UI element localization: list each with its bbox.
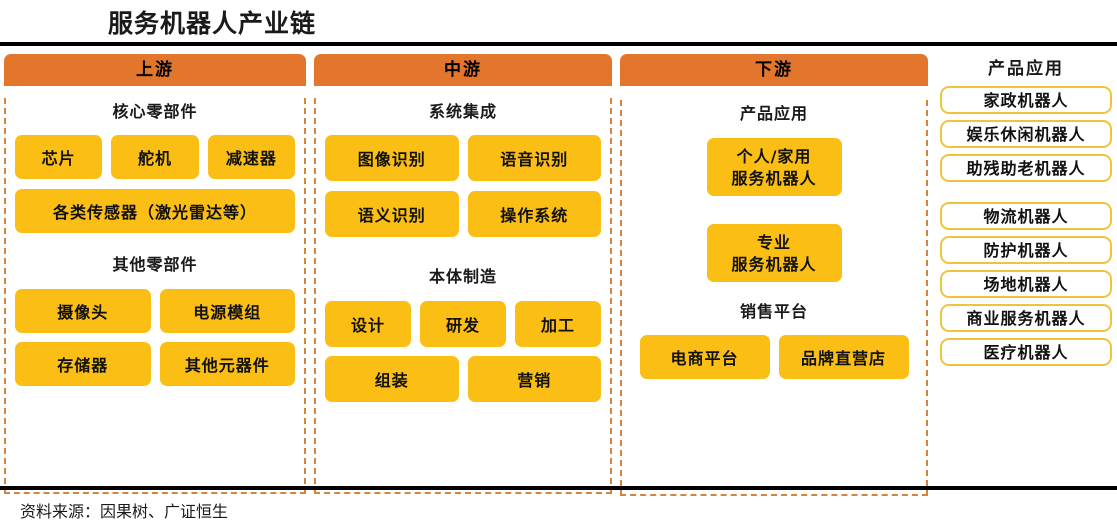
pill-assembly[interactable]: 组装 <box>325 356 459 402</box>
pill-image-recognition[interactable]: 图像识别 <box>325 135 459 181</box>
applications-group-separator <box>940 188 1112 202</box>
pill-row: 芯片 舵机 减速器 <box>6 135 304 179</box>
column-header-upstream: 上游 <box>4 54 306 86</box>
app-item-medical-robot[interactable]: 医疗机器人 <box>940 338 1112 366</box>
pill-line-2: 服务机器人 <box>731 168 817 188</box>
app-item-household-robot[interactable]: 家政机器人 <box>940 86 1112 114</box>
pill-line-2: 服务机器人 <box>731 254 817 274</box>
app-item-disability-elderly-robot[interactable]: 助残助老机器人 <box>940 154 1112 182</box>
pill-row: 存储器 其他元器件 <box>6 342 304 386</box>
pill-servo[interactable]: 舵机 <box>111 135 199 179</box>
app-item-logistics-robot[interactable]: 物流机器人 <box>940 202 1112 230</box>
column-downstream: 下游 产品应用 个人/家用 服务机器人 专业 服务机器人 销售平台 电商平台 品… <box>620 54 928 496</box>
applications-title: 产品应用 <box>988 59 1064 79</box>
column-body-upstream: 核心零部件 芯片 舵机 减速器 各类传感器（激光雷达等） 其他零部件 摄像头 电… <box>4 98 306 494</box>
pill-row: 专业 服务机器人 <box>622 224 926 282</box>
pill-camera[interactable]: 摄像头 <box>15 289 151 333</box>
column-header-downstream: 下游 <box>620 54 928 86</box>
app-item-protection-robot[interactable]: 防护机器人 <box>940 236 1112 264</box>
pill-row: 语义识别 操作系统 <box>316 191 610 237</box>
group-label-core-components: 核心零部件 <box>112 102 198 121</box>
pill-row: 组装 营销 <box>316 356 610 402</box>
pill-line-1: 个人/家用 <box>736 147 812 166</box>
group-label-product-application: 产品应用 <box>739 104 808 123</box>
product-applications-list: 产品应用 家政机器人 娱乐休闲机器人 助残助老机器人 物流机器人 防护机器人 场… <box>940 54 1112 372</box>
group-label-other-components: 其他零部件 <box>112 255 198 274</box>
pill-semantic-recognition[interactable]: 语义识别 <box>325 191 459 237</box>
industry-chain-diagram: 上游 核心零部件 芯片 舵机 减速器 各类传感器（激光雷达等） 其他零部件 摄像… <box>0 46 1117 496</box>
app-item-commercial-service-robot[interactable]: 商业服务机器人 <box>940 304 1112 332</box>
group-label-sales-platform: 销售平台 <box>739 302 808 321</box>
pill-power-module[interactable]: 电源模组 <box>159 289 295 333</box>
pill-row: 摄像头 电源模组 <box>6 289 304 333</box>
pill-reducer[interactable]: 减速器 <box>207 135 295 179</box>
column-midstream: 中游 系统集成 图像识别 语音识别 语义识别 操作系统 本体制造 设计 研发 加… <box>314 54 612 494</box>
pill-operating-system[interactable]: 操作系统 <box>467 191 601 237</box>
pill-ecommerce-platform[interactable]: 电商平台 <box>639 335 770 379</box>
pill-row: 电商平台 品牌直营店 <box>622 335 926 379</box>
pill-design[interactable]: 设计 <box>325 301 411 347</box>
column-header-midstream: 中游 <box>314 54 612 86</box>
group-label-system-integration: 系统集成 <box>428 102 497 121</box>
page-title: 服务机器人产业链 <box>108 9 317 38</box>
pill-memory[interactable]: 存储器 <box>15 342 151 386</box>
app-item-entertainment-robot[interactable]: 娱乐休闲机器人 <box>940 120 1112 148</box>
pill-brand-store[interactable]: 品牌直营店 <box>778 335 909 379</box>
pill-other-devices[interactable]: 其他元器件 <box>159 342 295 386</box>
pill-speech-recognition[interactable]: 语音识别 <box>467 135 601 181</box>
source-note: 资料来源：因果树、广证恒生 <box>20 502 229 521</box>
pill-sensors[interactable]: 各类传感器（激光雷达等） <box>15 189 295 233</box>
pill-personal-home-service-robot[interactable]: 个人/家用 服务机器人 <box>706 138 842 196</box>
column-body-midstream: 系统集成 图像识别 语音识别 语义识别 操作系统 本体制造 设计 研发 加工 组… <box>314 98 612 494</box>
pill-marketing[interactable]: 营销 <box>467 356 601 402</box>
pill-line-1: 专业 <box>756 233 791 252</box>
pill-chip[interactable]: 芯片 <box>15 135 103 179</box>
pill-row: 各类传感器（激光雷达等） <box>6 189 304 233</box>
pill-processing[interactable]: 加工 <box>515 301 601 347</box>
bottom-divider-rule <box>0 486 1117 490</box>
pill-rnd[interactable]: 研发 <box>420 301 506 347</box>
app-item-field-robot[interactable]: 场地机器人 <box>940 270 1112 298</box>
pill-row: 个人/家用 服务机器人 <box>622 138 926 196</box>
pill-row: 设计 研发 加工 <box>316 301 610 347</box>
column-upstream: 上游 核心零部件 芯片 舵机 减速器 各类传感器（激光雷达等） 其他零部件 摄像… <box>4 54 306 494</box>
top-divider-rule <box>0 42 1117 46</box>
column-body-downstream: 产品应用 个人/家用 服务机器人 专业 服务机器人 销售平台 电商平台 品牌直营… <box>620 100 928 496</box>
pill-professional-service-robot[interactable]: 专业 服务机器人 <box>706 224 842 282</box>
group-label-body-manufacturing: 本体制造 <box>428 267 497 286</box>
pill-row: 图像识别 语音识别 <box>316 135 610 181</box>
